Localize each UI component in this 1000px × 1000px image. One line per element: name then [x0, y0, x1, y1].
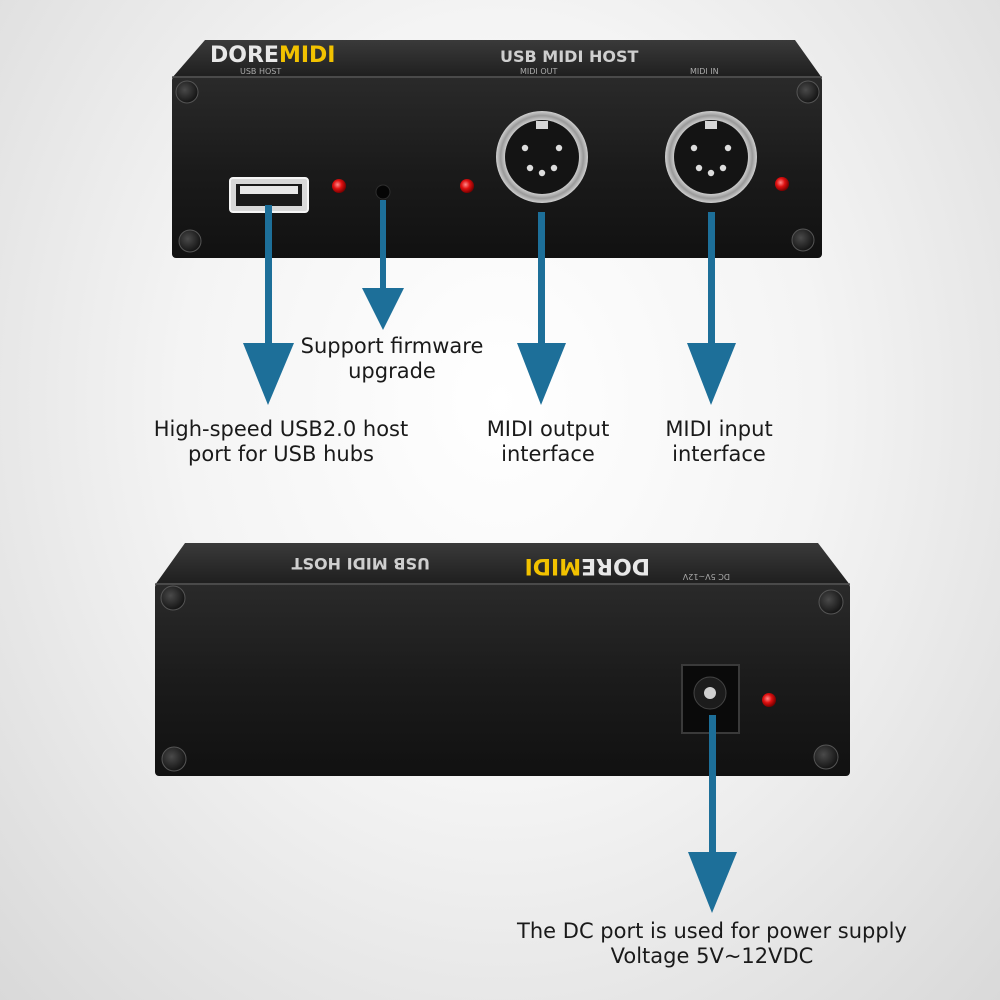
power-label: DC 5V~12V [682, 572, 730, 581]
bottom-device-front-panel [155, 583, 850, 776]
callout-midi-out: MIDI output interface [486, 417, 610, 466]
led-indicator [762, 693, 776, 707]
callout-midi-in: MIDI input interface [665, 417, 773, 466]
top-device-front-panel [172, 76, 822, 258]
screw-icon [160, 585, 186, 611]
midi-out-jack[interactable] [496, 111, 588, 203]
brand-logo-inverted: DOREMIDI [525, 553, 650, 578]
arrow-down-icon [362, 200, 404, 330]
bottom-device-lid [155, 543, 850, 585]
callout-firmware: Support firmware upgrade [300, 334, 484, 383]
led-indicator [775, 177, 789, 191]
led-indicator [460, 179, 474, 193]
top-device: DOREMIDI USB MIDI HOST USB HOST MIDI OUT… [172, 40, 822, 258]
brand-logo: DOREMIDI [210, 43, 335, 68]
arrow-down-icon [687, 212, 736, 405]
callout-dc-port: The DC port is used for power supply Vol… [517, 919, 907, 968]
port-label-midi-out: MIDI OUT [520, 67, 557, 76]
callout-usb-port: High-speed USB2.0 host port for USB hubs [153, 417, 409, 466]
screw-icon [178, 229, 202, 253]
screw-icon [796, 80, 820, 104]
firmware-button-hole[interactable] [375, 184, 391, 200]
bottom-device: USB MIDI HOST DOREMIDI DC 5V~12V [155, 543, 850, 776]
arrow-down-icon [517, 212, 566, 405]
screw-icon [175, 80, 199, 104]
callout-arrows-top [243, 200, 736, 405]
screw-icon [818, 589, 844, 615]
screw-icon [161, 746, 187, 772]
arrow-down-icon [243, 205, 294, 405]
product-label-inverted: USB MIDI HOST [292, 554, 430, 573]
product-label: USB MIDI HOST [500, 47, 638, 66]
screw-icon [813, 744, 839, 770]
port-label-usb: USB HOST [240, 67, 281, 76]
led-indicator [332, 179, 346, 193]
midi-in-jack[interactable] [665, 111, 757, 203]
top-device-lid [172, 40, 822, 78]
arrow-down-icon [688, 715, 737, 913]
screw-icon [791, 228, 815, 252]
usb-port[interactable] [229, 177, 309, 213]
port-label-midi-in: MIDI IN [690, 67, 719, 76]
